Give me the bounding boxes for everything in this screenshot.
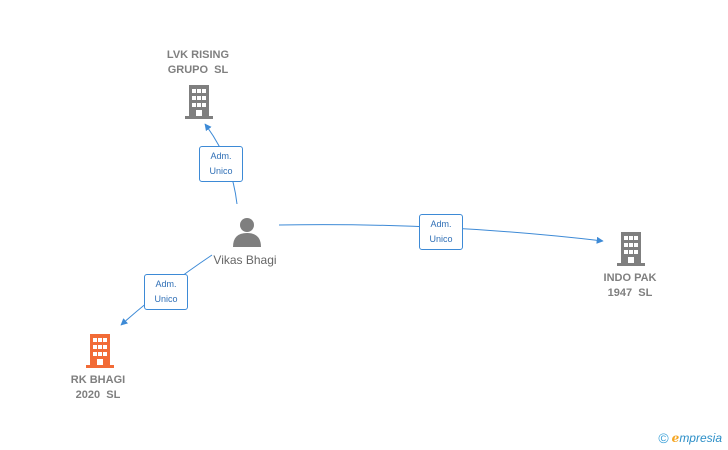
building-icon[interactable] xyxy=(616,232,646,266)
brand-name: mpresia xyxy=(679,431,722,445)
person-label-vikas[interactable]: Vikas Bhagi xyxy=(213,253,277,267)
brand-footer: © empresia xyxy=(658,430,722,446)
edge-label-to-lvk[interactable]: Adm. Unico xyxy=(199,146,243,182)
copyright-icon: © xyxy=(658,430,669,446)
company-label-lvk[interactable]: LVK RISING GRUPO SL xyxy=(166,49,230,76)
brand-initial: e xyxy=(671,431,680,445)
edge-label-line2: Unico xyxy=(209,166,233,176)
edge-label-to-rk[interactable]: Adm. Unico xyxy=(144,274,188,310)
company-label-rk[interactable]: RK BHAGI 2020 SL xyxy=(70,374,126,401)
building-icon-highlighted[interactable] xyxy=(85,334,115,368)
person-icon[interactable] xyxy=(232,217,262,247)
edge-label-line2: Unico xyxy=(154,294,178,304)
company-label-indo[interactable]: INDO PAK 1947 SL xyxy=(603,272,657,299)
edge-label-line1: Adm. xyxy=(210,151,232,161)
building-icon[interactable] xyxy=(184,85,214,119)
empresia-logo[interactable]: empresia xyxy=(672,431,722,445)
edge-label-line2: Unico xyxy=(429,234,453,244)
edge-label-line1: Adm. xyxy=(430,219,452,229)
edge-label-to-indo[interactable]: Adm. Unico xyxy=(419,214,463,250)
edge-label-line1: Adm. xyxy=(155,279,177,289)
